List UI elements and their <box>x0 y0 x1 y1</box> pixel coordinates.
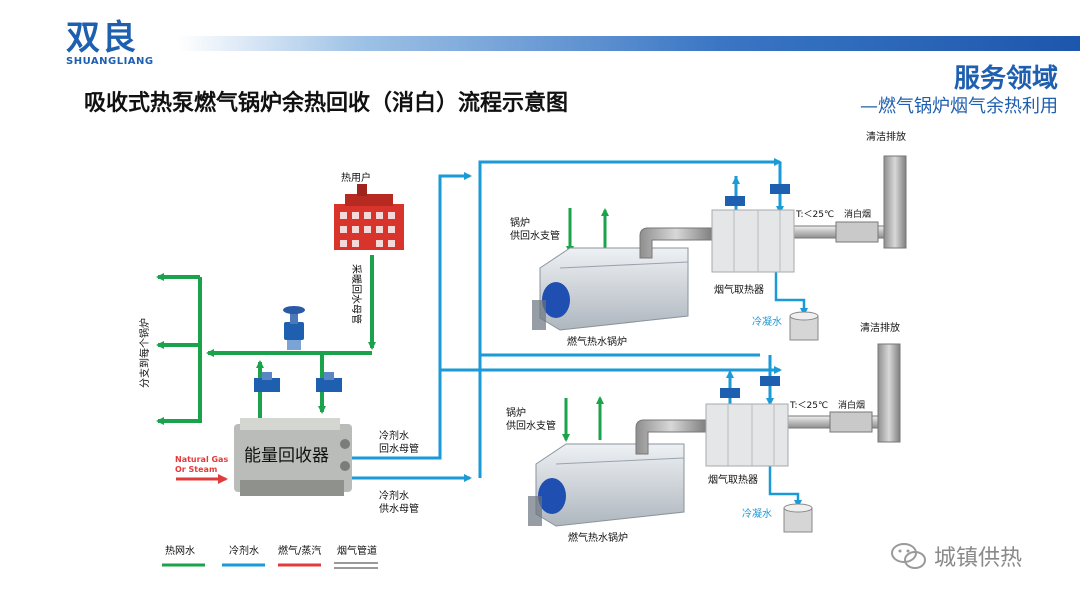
temperature-label-upper: T:＜25℃ <box>795 210 834 220</box>
boiler-branch-label-upper-2: 供回水支管 <box>510 229 560 242</box>
logo-subtext: SHUANGLIANG <box>66 56 154 67</box>
boiler-branch-label-upper-1: 锅炉 <box>510 217 530 229</box>
heat-network-pipes <box>156 208 609 442</box>
gas-boiler-lower <box>528 443 685 527</box>
flue-heat-exchanger-lower <box>705 403 789 467</box>
legend: 热网水 冷剂水 燃气/蒸汽 烟气管道 <box>162 544 378 569</box>
clean-exhaust-label-lower: 清洁排放 <box>860 321 900 334</box>
temperature-label-lower: T:＜25℃ <box>789 401 828 411</box>
watermark: 城镇供热 <box>890 540 1022 572</box>
heating-return-main-label: 采暖回水母管 <box>350 264 363 324</box>
heat-user-label: 热用户 <box>341 171 371 184</box>
flue-exchanger-label-upper: 烟气取热器 <box>714 283 764 296</box>
boiler-branch-label-lower-1: 锅炉 <box>506 407 526 419</box>
flue-pipes-lower <box>635 343 901 455</box>
flue-heat-exchanger-upper <box>711 209 795 273</box>
condensate-label-upper: 冷凝水 <box>752 315 782 328</box>
legend-gas-steam-label: 燃气/蒸汽 <box>278 544 321 557</box>
boiler-branch-label-lower-2: 供回水支管 <box>506 419 556 432</box>
refrigerant-return-label-2: 回水母管 <box>379 442 419 455</box>
refrigerant-valves <box>720 184 790 398</box>
whitened-smoke-label-lower: 消白烟 <box>838 399 865 411</box>
heat-user-building <box>334 184 404 250</box>
gate-valve-right <box>316 372 342 392</box>
gate-valve-left <box>254 372 280 392</box>
control-valve <box>283 306 305 350</box>
wechat-icon <box>891 543 926 569</box>
service-title: 服务领域 <box>953 64 1058 94</box>
clean-exhaust-label-upper: 清洁排放 <box>866 130 906 143</box>
or-steam-label: Or Steam <box>175 465 217 474</box>
page-title: 吸收式热泵燃气锅炉余热回收（消白）流程示意图 <box>84 91 569 116</box>
condensate-tank-upper <box>789 311 819 341</box>
natural-gas-label: Natural Gas <box>175 455 228 464</box>
gas-boiler-label-upper: 燃气热水锅炉 <box>567 335 627 348</box>
gas-boiler-upper <box>532 247 689 331</box>
whitened-smoke-label-upper: 消白烟 <box>844 208 871 220</box>
refrigerant-supply-label-2: 供水母管 <box>379 502 419 515</box>
flue-pipes-upper <box>639 155 907 259</box>
legend-heat-network-label: 热网水 <box>165 544 195 557</box>
logo-text: 双良 <box>66 18 138 58</box>
legend-refrigerant-label: 冷剂水 <box>229 544 259 557</box>
flue-exchanger-label-lower: 烟气取热器 <box>708 473 758 486</box>
service-subtitle: —燃气锅炉烟气余热利用 <box>860 96 1058 117</box>
watermark-text: 城镇供热 <box>934 546 1023 571</box>
condensate-label-lower: 冷凝水 <box>742 507 772 520</box>
header-bar <box>178 36 1080 51</box>
legend-flue-pipe-label: 烟气管道 <box>337 544 377 557</box>
condensate-tank-lower <box>783 503 813 533</box>
gas-boiler-label-lower: 燃气热水锅炉 <box>568 531 628 544</box>
energy-recovery-label: 能量回收器 <box>244 446 329 466</box>
energy-recovery-unit <box>234 418 352 496</box>
refrigerant-return-label-1: 冷剂水 <box>379 429 409 442</box>
refrigerant-supply-label-1: 冷剂水 <box>379 489 409 502</box>
branch-label: 分支到每个锅炉 <box>138 318 151 388</box>
